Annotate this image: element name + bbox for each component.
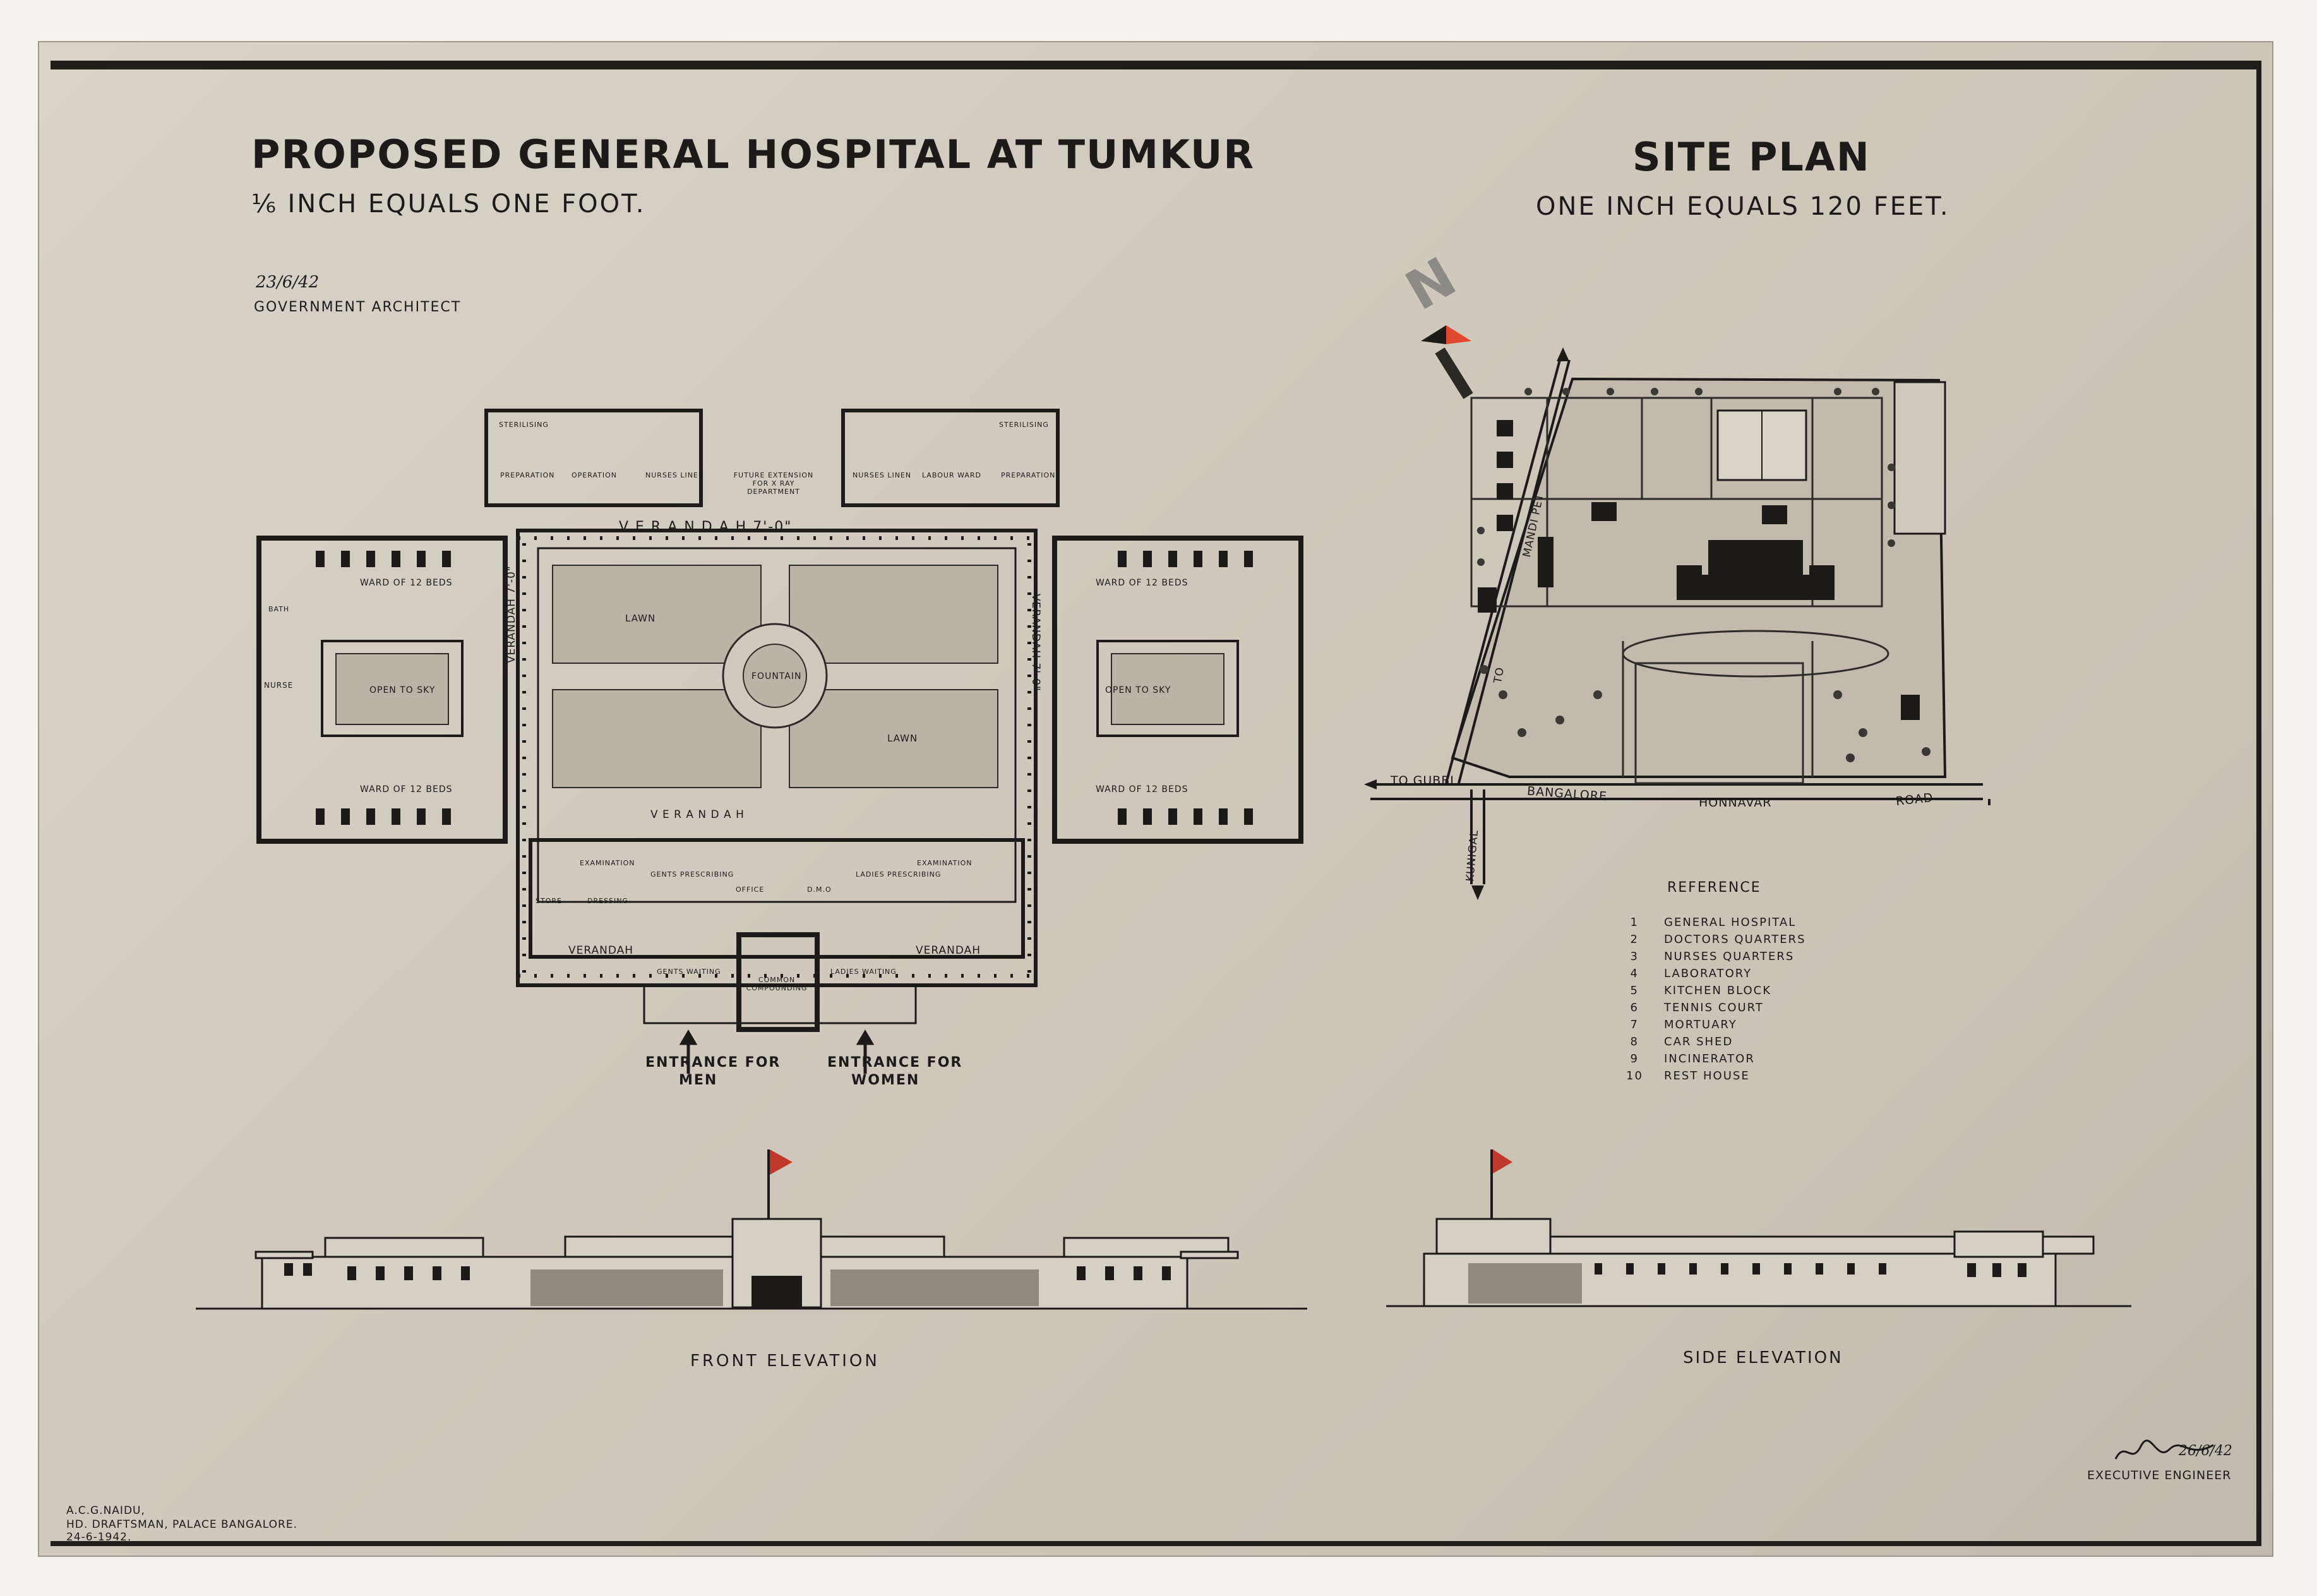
draftsman-date: 24-6-1942. [66,1531,132,1544]
room-ward-top-right: WARD OF 12 BEDS [1096,578,1188,588]
room-examination-left: EXAMINATION [580,859,635,867]
drawing-title: PROPOSED GENERAL HOSPITAL AT TUMKUR [251,131,1255,177]
entrance-women-line2: WOMEN [851,1072,920,1088]
room-nurses-linen-left: NURSES LINEN [645,471,705,479]
room-ward-bottom-right: WARD OF 12 BEDS [1096,784,1188,795]
side-elevation-drawing [1386,1149,2131,1307]
reference-title: REFERENCE [1667,880,1761,896]
room-sterilising-right: STERILISING [999,421,1049,429]
site-plan-map [1364,347,1991,900]
executive-engineer-label: EXECUTIVE ENGINEER [2087,1468,2232,1482]
room-preparation-right: PREPARATION [1001,471,1056,479]
road-label-honnavar: HONNAVAR [1699,796,1772,810]
room-office: OFFICE [736,885,765,894]
verandah-left-label: VERANDAH 7'-0" [505,565,518,663]
room-open-sky-right: OPEN TO SKY [1105,685,1171,695]
top-border-line [51,61,2261,69]
room-labour-ward: LABOUR WARD [922,471,982,479]
front-elevation-label: FRONT ELEVATION [690,1352,880,1371]
verandah-middle-label: V E R A N D A H [650,808,745,821]
site-plan-title: SITE PLAN [1632,134,1871,180]
bottom-border-line [51,1541,2261,1546]
room-open-sky-left: OPEN TO SKY [369,685,436,695]
entrance-women-line1: ENTRANCE FOR [827,1055,963,1071]
room-ward-top-left: WARD OF 12 BEDS [360,578,453,588]
room-nurse: NURSE [264,681,294,690]
entrance-men-line1: ENTRANCE FOR [645,1055,781,1071]
room-gents-prescribing: GENTS PRESCRIBING [650,870,734,879]
side-elevation-label: SIDE ELEVATION [1683,1348,1843,1367]
room-operation: OPERATION [572,471,617,479]
architect-signature-date: 23/6/42 [256,273,320,292]
lawn-bottom-label: LAWN [887,733,918,744]
verandah-right-label: VERANDAH 7'-0" [1029,594,1042,692]
room-examination-right: EXAMINATION [917,859,973,867]
room-nurses-linen-right: NURSES LINEN [853,471,912,479]
front-elevation-drawing [196,1149,1307,1310]
verandah-top-label: V E R A N D A H 7'-0" [619,519,793,535]
room-store: STORE [536,897,562,905]
fountain-label: FOUNTAIN [751,671,802,681]
room-ladies-waiting: LADIES WAITING [830,968,897,976]
floor-plan-scale: ⅙ INCH EQUALS ONE FOOT. [251,189,646,219]
room-dmo: D.M.O [807,885,832,894]
draftsman-title: HD. DRAFTSMAN, PALACE BANGALORE. [66,1518,298,1531]
site-plan-scale: ONE INCH EQUALS 120 FEET. [1536,192,1950,221]
room-ward-bottom-left: WARD OF 12 BEDS [360,784,453,795]
ground-floor-plan [256,409,1303,1074]
verandah-bottom-left-label: VERANDAH [568,944,634,957]
north-arrow-icon [1421,325,1473,399]
room-future-extension: FUTURE EXTENSION FOR X RAY DEPARTMENT [733,471,814,496]
room-dressing: DRESSING [587,897,629,905]
room-ladies-prescribing: LADIES PRESCRIBING [856,870,942,879]
room-gents-waiting: GENTS WAITING [657,968,721,976]
entrance-men-line2: MEN [679,1072,718,1088]
executive-engineer-signature [2114,1439,2214,1460]
room-common-compounding: COMMON COMPOUNDING [746,976,808,992]
road-label-to-gubbi: TO GUBBI [1391,774,1454,788]
verandah-bottom-right-label: VERANDAH [916,944,981,957]
draftsman-name: A.C.G.NAIDU, [66,1504,145,1517]
right-border-line [2256,61,2261,1546]
room-preparation-left: PREPARATION [500,471,555,479]
government-architect-label: GOVERNMENT ARCHITECT [254,299,462,315]
room-bath: BATH [268,605,290,613]
engineer-signature-date: 26/6/42 [2179,1443,2232,1459]
lawn-top-label: LAWN [625,613,656,624]
room-sterilising-left: STERILISING [499,421,549,429]
